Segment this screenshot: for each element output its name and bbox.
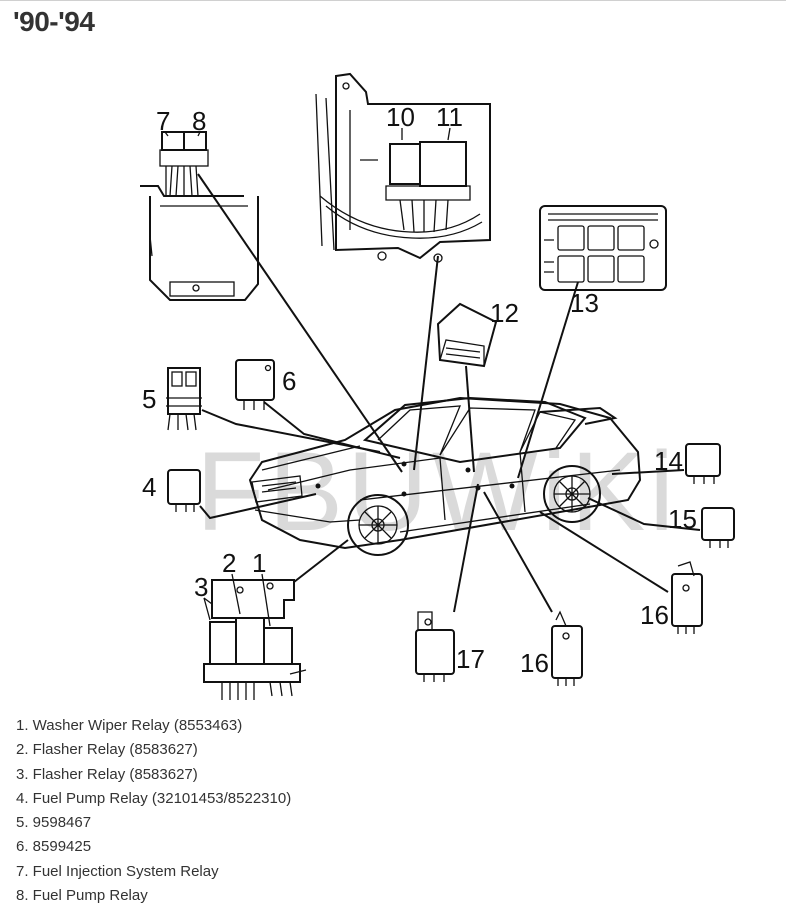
legend-item: 7. Fuel Injection System Relay — [16, 862, 219, 880]
callout-4: 4 — [142, 472, 156, 502]
callout-14: 14 — [654, 446, 683, 476]
legend-item: 6. 8599425 — [16, 838, 92, 856]
callout-7: 7 — [156, 106, 170, 136]
car-illustration — [248, 396, 642, 556]
relay-17 — [415, 611, 455, 682]
relay-5 — [166, 367, 202, 431]
relay-16-bottom — [551, 610, 583, 686]
relay-12 — [436, 302, 498, 368]
relay-10-11-assembly — [315, 72, 491, 263]
relay-7-8-assembly — [140, 131, 259, 301]
callout-13: 13 — [570, 288, 599, 318]
callout-10: 10 — [386, 102, 415, 132]
top-divider — [0, 0, 786, 1]
relay-4 — [167, 469, 201, 512]
legend-item: 8. Fuel Pump Relay — [16, 887, 148, 905]
callout-15: 15 — [668, 504, 697, 534]
legend-item: 1. Washer Wiper Relay (8553463) — [16, 717, 243, 734]
legend-item: 4. Fuel Pump Relay (32101453/8522310) — [16, 789, 292, 807]
callout-12: 12 — [490, 298, 519, 328]
legend-item: 3. Flasher Relay (8583627) — [16, 765, 198, 783]
legend-item: 2. Flasher Relay (8583627) — [16, 741, 198, 759]
legend-item: 5. 9598467 — [16, 814, 92, 832]
callout-17: 17 — [456, 644, 485, 674]
callout-labels: 7 8 10 11 12 13 6 5 4 14 15 16 16 17 3 2… — [142, 102, 697, 678]
relay-15 — [701, 507, 735, 548]
leader-lines — [197, 173, 701, 613]
relay-location-diagram: FBUWiKi — [140, 72, 735, 700]
relay-1-3-assembly — [203, 579, 307, 700]
page-title: '90-'94 — [13, 6, 95, 37]
callout-16-bottom: 16 — [520, 648, 549, 678]
callout-2: 2 — [222, 548, 236, 578]
callout-16-right: 16 — [640, 600, 669, 630]
relay-14 — [685, 443, 721, 484]
relay-13-fuse-box — [539, 205, 667, 291]
callout-6: 6 — [282, 366, 296, 396]
callout-3: 3 — [194, 572, 208, 602]
callout-5: 5 — [142, 384, 156, 414]
callout-11: 11 — [436, 102, 463, 132]
relay-6 — [235, 359, 275, 410]
relay-16-right — [671, 561, 703, 634]
callout-1: 1 — [252, 548, 266, 578]
relay-legend: 1. Washer Wiper Relay (8553463) 2. Flash… — [16, 714, 291, 908]
callout-8: 8 — [192, 106, 206, 136]
